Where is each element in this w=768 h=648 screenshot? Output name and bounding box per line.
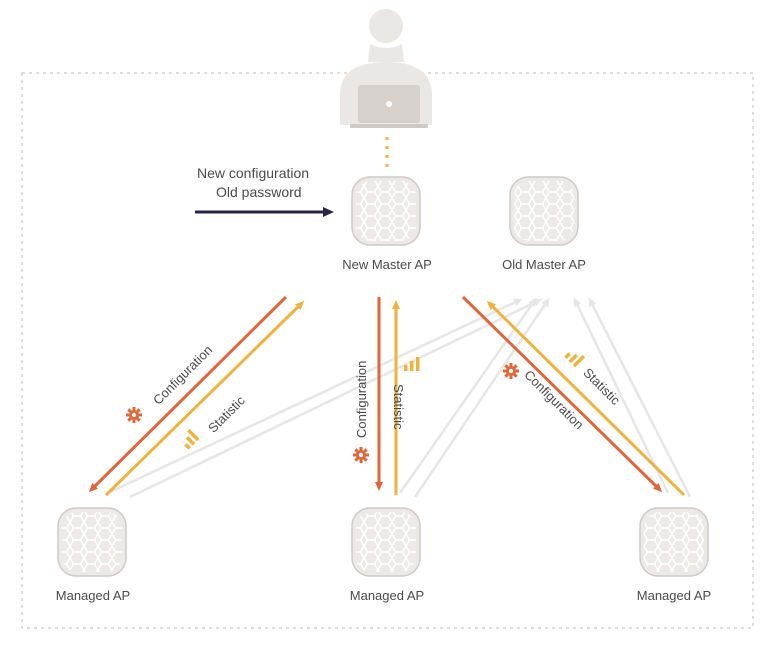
gear-icon bbox=[353, 447, 369, 463]
statistic-bars-icon bbox=[564, 352, 586, 368]
managed-ap-left-label: Managed AP bbox=[55, 588, 131, 603]
statistic-bars-icon bbox=[184, 428, 200, 450]
note-line-2: Old password bbox=[216, 184, 302, 200]
managed-ap-center-icon bbox=[351, 507, 421, 577]
managed-ap-center-label: Managed AP bbox=[349, 588, 425, 603]
right-config-arrow bbox=[461, 295, 663, 493]
old-master-ap-icon bbox=[509, 176, 579, 246]
managed-ap-right-label: Managed AP bbox=[636, 588, 712, 603]
note-line-1: New configuration bbox=[197, 165, 310, 181]
old-master-ap-label: Old Master AP bbox=[502, 257, 586, 272]
gear-icon bbox=[126, 407, 142, 423]
left-statistic-arrow bbox=[104, 300, 305, 497]
new-master-ap-label: New Master AP bbox=[342, 257, 432, 272]
statistic-bars-icon bbox=[404, 357, 420, 371]
center-statistic-label: Statistic bbox=[391, 384, 406, 430]
left-config-arrow bbox=[88, 295, 288, 493]
new-master-ap-icon bbox=[351, 176, 421, 246]
managed-ap-right-icon bbox=[639, 507, 709, 577]
center-config-label: Configuration bbox=[354, 360, 369, 438]
gear-icon bbox=[503, 363, 519, 379]
old-master-ghost-links bbox=[109, 297, 692, 499]
right-statistic-arrow bbox=[486, 300, 686, 497]
user-laptop-icon bbox=[340, 9, 432, 128]
managed-ap-left-icon bbox=[57, 507, 127, 577]
